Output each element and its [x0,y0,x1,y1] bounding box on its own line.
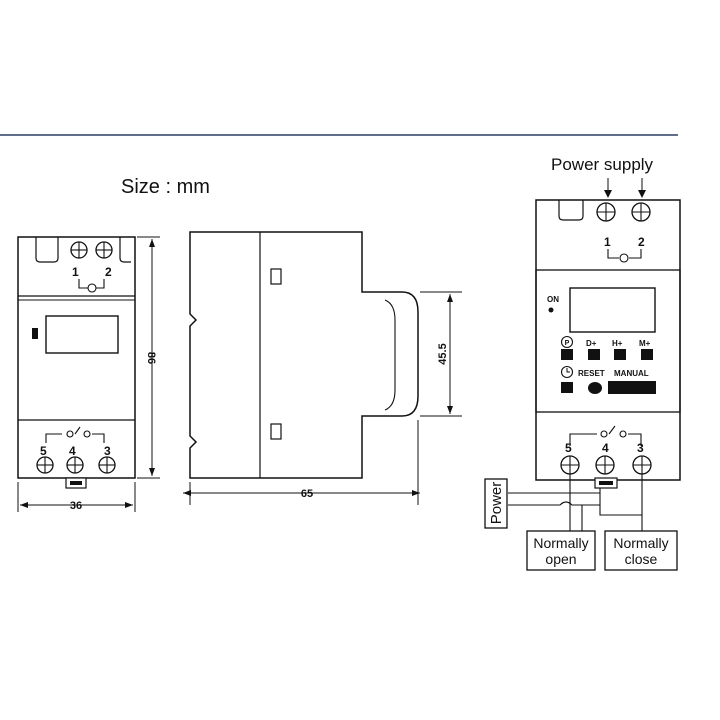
wiring-lcd-window [569,287,656,333]
power-label: Power [488,482,505,525]
wiring-terminal-5-label: 5 [565,441,572,455]
front-bottom-screw-4 [66,456,84,474]
side-view-slot-bottom [270,423,282,440]
m-plus-label: M+ [639,339,651,348]
dimension-height: 86 [137,236,160,479]
reset-button[interactable] [588,382,602,394]
dimension-depth-label: 65 [301,488,313,500]
normally-close-label-line1: Normally [613,535,668,551]
wiring-lines [508,474,643,540]
power-supply-label: Power supply [551,155,654,174]
wiring-terminal-3-label: 3 [637,441,644,455]
front-terminal-4-label: 4 [69,444,76,458]
program-icon [560,335,574,349]
front-terminal-2-label: 2 [105,265,112,279]
dimension-width: 36 [17,482,136,512]
front-terminal-3-label: 3 [104,444,111,458]
dimension-height-label: 86 [145,352,157,364]
front-top-screw-1 [70,241,88,259]
normally-close-label-line2: close [625,551,658,567]
front-top-screw-2 [95,241,113,259]
wiring-top-screw-1 [596,202,616,222]
front-view: 1 2 5 4 3 [17,236,136,489]
side-view [189,231,419,479]
wiring-device: 1 2 ON P D+ H+ M+ RESET MANUAL 5 4 3 [535,199,681,489]
dimension-depth: 65 [183,420,420,505]
wiring-terminal-2-label: 2 [638,235,645,249]
d-plus-label: D+ [586,339,597,348]
wiring-top-screw-2 [631,202,651,222]
clock-icon [560,365,574,379]
h-plus-button[interactable] [614,349,626,360]
front-lcd-window [45,315,119,354]
dimension-width-label: 36 [70,500,82,512]
normally-open-box: Normally open [526,530,596,571]
manual-label: MANUAL [614,369,649,378]
size-label: Size : mm [121,176,210,198]
d-plus-button[interactable] [588,349,600,360]
reset-label: RESET [578,369,605,378]
svg-text:P: P [565,340,570,347]
dimension-rail: 45.5 [420,291,462,417]
side-view-outline [189,231,419,479]
control-panel [535,269,681,413]
normally-open-label-line1: Normally [533,535,588,551]
wiring-bottom-screw-4 [595,455,615,475]
m-plus-button[interactable] [641,349,653,360]
power-box: Power [484,478,508,529]
wiring-terminal-1-label: 1 [604,235,611,249]
normally-close-box: Normally close [604,530,678,571]
h-plus-label: H+ [612,339,623,348]
normally-open-label-line2: open [545,551,576,567]
on-label: ON [547,295,559,304]
dimension-rail-label: 45.5 [437,343,449,364]
side-view-slot-top [270,268,282,285]
on-indicator [548,307,554,313]
front-terminal-1-label: 1 [72,265,79,279]
front-led-indicator [32,328,38,339]
front-bottom-screw-5 [36,456,54,474]
wiring-bottom-screw-3 [632,455,652,475]
program-button[interactable] [561,349,573,360]
manual-button[interactable] [608,381,656,394]
clock-button[interactable] [561,382,573,393]
front-view-top-cap [35,237,59,263]
front-terminal-5-label: 5 [40,444,47,458]
wiring-bottom-screw-5 [560,455,580,475]
wiring-terminal-4-label: 4 [602,441,609,455]
front-bottom-screw-3 [98,456,116,474]
